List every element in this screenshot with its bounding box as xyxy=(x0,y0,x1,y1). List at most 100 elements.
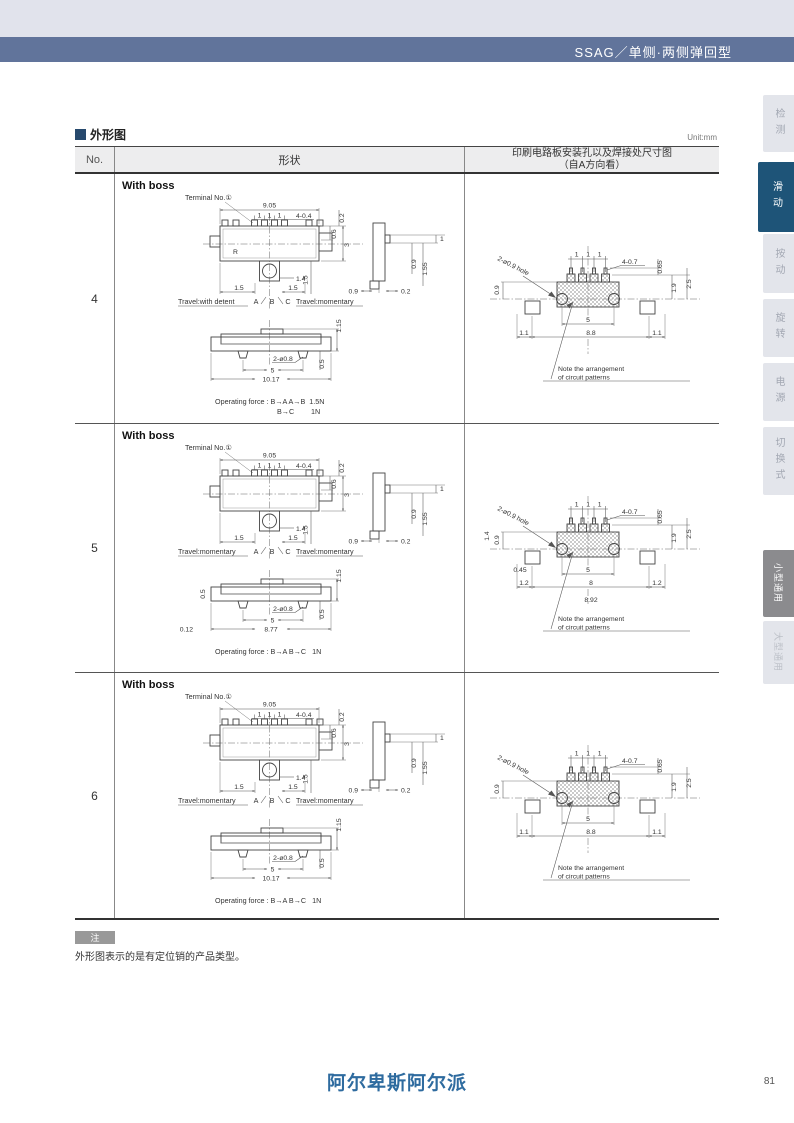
row-number: 4 xyxy=(75,174,115,423)
svg-text:With boss: With boss xyxy=(122,430,174,442)
svg-text:0.45: 0.45 xyxy=(513,567,526,574)
svg-text:4-0.4: 4-0.4 xyxy=(296,463,312,470)
svg-text:0.2: 0.2 xyxy=(339,712,346,722)
svg-text:of circuit patterns: of circuit patterns xyxy=(558,375,610,382)
shape-drawing: With boss Terminal No.① R xyxy=(122,180,445,416)
svg-text:0.5: 0.5 xyxy=(319,609,326,619)
unit-label: Unit:mm xyxy=(687,133,717,142)
pcb-drawing-cell: 1 1 1 4-0.7 0.65 2-ø0.9 hole 0.9 1.9 xyxy=(465,174,719,423)
svg-text:Operating force : B→A B→C 1N: Operating force : B→A B→C 1N xyxy=(215,647,321,656)
svg-text:Travel:momentary: Travel:momentary xyxy=(296,547,354,556)
svg-text:1: 1 xyxy=(278,213,282,220)
pcb-drawing: 1 1 1 4-0.7 0.65 2-ø0.9 hole 0.9 1.9 xyxy=(490,246,700,382)
svg-text:9.05: 9.05 xyxy=(263,453,276,460)
svg-text:0.2: 0.2 xyxy=(339,463,346,473)
shape-drawing-cell: With boss Terminal No.① xyxy=(115,424,465,672)
table-row: 5 With boss Terminal No.① xyxy=(75,424,719,673)
svg-text:4-0.7: 4-0.7 xyxy=(622,758,638,765)
row-number: 6 xyxy=(75,673,115,918)
svg-text:C: C xyxy=(285,547,290,556)
svg-text:of circuit patterns: of circuit patterns xyxy=(558,625,610,632)
svg-text:Operating force : B→A B→C 1N: Operating force : B→A B→C 1N xyxy=(215,896,321,905)
svg-text:1: 1 xyxy=(586,751,590,758)
svg-text:1.4: 1.4 xyxy=(296,526,306,533)
svg-text:0.5: 0.5 xyxy=(319,359,326,369)
svg-text:0.9: 0.9 xyxy=(411,758,418,768)
svg-text:A: A xyxy=(254,547,259,556)
col-header-no: No. xyxy=(75,147,115,172)
svg-text:Travel:momentary: Travel:momentary xyxy=(296,297,354,306)
svg-text:0.2: 0.2 xyxy=(401,539,411,546)
svg-text:B→C: B→C xyxy=(277,407,294,416)
svg-text:0.9: 0.9 xyxy=(349,289,359,296)
sidebar-tab-inspection[interactable]: 检测 xyxy=(763,95,794,152)
col-header-pcb: 印刷电路板安装孔以及焊接处尺寸图 （自A方向看） xyxy=(512,147,672,171)
svg-text:1.9: 1.9 xyxy=(671,533,678,543)
svg-text:0.9: 0.9 xyxy=(494,784,501,794)
svg-text:5: 5 xyxy=(271,867,275,874)
sidebar-tab-rotary[interactable]: 旋转 xyxy=(763,299,794,357)
svg-text:1.1: 1.1 xyxy=(519,829,529,836)
svg-text:3: 3 xyxy=(344,742,351,746)
page-header-bar: SSAG／单侧·两侧弹回型 xyxy=(0,37,794,62)
svg-text:1.4: 1.4 xyxy=(484,531,491,541)
page-number: 81 xyxy=(763,1076,775,1087)
pcb-drawing: 1 1 1 4-0.7 0.65 2-ø0.9 hole 1.4 0.9 1.9 xyxy=(484,496,700,632)
svg-text:1.1: 1.1 xyxy=(519,330,529,337)
svg-text:1: 1 xyxy=(258,712,262,719)
svg-text:4-0.7: 4-0.7 xyxy=(622,509,638,516)
svg-text:0.5: 0.5 xyxy=(200,589,207,599)
svg-text:R: R xyxy=(233,249,238,256)
svg-text:Note the arrangement: Note the arrangement xyxy=(558,366,624,373)
shape-drawing: With boss Terminal No.① xyxy=(122,430,445,656)
svg-text:0.9: 0.9 xyxy=(411,259,418,269)
table-row: 4 With boss Terminal No.① xyxy=(75,174,719,424)
svg-text:2-ø0.9 hole: 2-ø0.9 hole xyxy=(496,755,530,777)
svg-text:Terminal No.①: Terminal No.① xyxy=(185,193,232,202)
svg-text:0.2: 0.2 xyxy=(339,213,346,223)
sidebar-tab-switch-type[interactable]: 切换式 xyxy=(763,427,794,495)
svg-text:9.05: 9.05 xyxy=(263,702,276,709)
svg-text:0.2: 0.2 xyxy=(401,788,411,795)
svg-text:1.9: 1.9 xyxy=(671,782,678,792)
svg-text:3: 3 xyxy=(344,243,351,247)
svg-text:1: 1 xyxy=(268,712,272,719)
svg-text:0.12: 0.12 xyxy=(180,627,193,634)
sidebar-tab-push[interactable]: 按动 xyxy=(763,234,794,293)
svg-text:Travel:momentary: Travel:momentary xyxy=(178,796,236,805)
svg-text:0.6: 0.6 xyxy=(331,229,338,239)
svg-text:C: C xyxy=(285,796,290,805)
svg-text:2-ø0.9 hole: 2-ø0.9 hole xyxy=(496,506,530,528)
svg-text:C: C xyxy=(285,297,290,306)
svg-text:A: A xyxy=(254,796,259,805)
svg-text:0.9: 0.9 xyxy=(349,539,359,546)
svg-text:5: 5 xyxy=(271,618,275,625)
svg-text:2.5: 2.5 xyxy=(686,279,693,289)
note-text: 外形图表示的是有定位销的产品类型。 xyxy=(75,952,245,963)
svg-text:1.5: 1.5 xyxy=(234,784,244,791)
svg-text:8.77: 8.77 xyxy=(264,627,277,634)
pcb-drawing-cell: 1 1 1 4-0.7 0.65 2-ø0.9 hole 0.9 1.9 xyxy=(465,673,719,918)
svg-text:1.5: 1.5 xyxy=(234,535,244,542)
svg-text:1.4: 1.4 xyxy=(296,276,306,283)
sidebar-tab-power[interactable]: 电源 xyxy=(763,363,794,421)
svg-text:2-ø0.8: 2-ø0.8 xyxy=(273,855,293,862)
svg-text:0.9: 0.9 xyxy=(494,285,501,295)
svg-text:B: B xyxy=(270,796,275,805)
svg-text:B: B xyxy=(270,297,275,306)
svg-text:1: 1 xyxy=(258,463,262,470)
svg-text:1: 1 xyxy=(575,252,579,259)
svg-text:With boss: With boss xyxy=(122,679,174,691)
svg-text:3: 3 xyxy=(344,493,351,497)
sidebar-tab-large-general[interactable]: 大型通用 xyxy=(763,621,794,684)
svg-text:Travel:momentary: Travel:momentary xyxy=(296,796,354,805)
svg-text:9.05: 9.05 xyxy=(263,203,276,210)
svg-text:1.4: 1.4 xyxy=(296,775,306,782)
svg-text:8.8: 8.8 xyxy=(586,330,596,337)
shape-drawing: With boss Terminal No.① xyxy=(122,679,445,905)
svg-text:5: 5 xyxy=(586,567,590,574)
sidebar-tab-small-general[interactable]: 小型通用 xyxy=(763,550,794,617)
svg-text:1: 1 xyxy=(586,252,590,259)
pcb-drawing-cell: 1 1 1 4-0.7 0.65 2-ø0.9 hole 1.4 0.9 1.9 xyxy=(465,424,719,672)
sidebar-tab-slide[interactable]: 滑动 xyxy=(758,162,794,232)
